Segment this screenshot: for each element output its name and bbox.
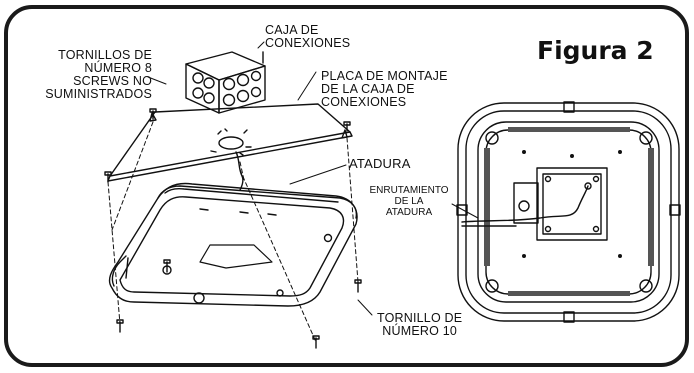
- tether-drawing: [235, 151, 244, 191]
- screw-8-b: [104, 171, 112, 183]
- leader-lines: [147, 41, 373, 316]
- figure-frame: [4, 5, 689, 367]
- screw-8-c: [343, 121, 351, 132]
- junction-box-drawing: [185, 51, 266, 114]
- screw-10-label: TORNILLO DE NÚMERO 10: [377, 311, 463, 338]
- screw-8-a: [149, 108, 157, 120]
- screw-10-b: [312, 335, 320, 349]
- tether-routing-label: ENRUTAMIENTO DE LA ATADURA: [369, 185, 449, 218]
- tether-label: ATADURA: [349, 156, 411, 171]
- screw-10-d: [163, 259, 171, 273]
- light-fixture-drawing: [108, 182, 358, 307]
- screws-drawing: [104, 108, 362, 349]
- alignment-lines: [107, 121, 359, 343]
- junction-box-label: CAJA DE CONEXIONES: [265, 23, 351, 50]
- screws-8-label: TORNILLOS DE NÚMERO 8 SCREWS NO SUMINIST…: [45, 48, 152, 101]
- mounting-plate-drawing: [107, 103, 353, 182]
- fixture-bottom-view: [456, 101, 681, 323]
- screw-10-c: [354, 279, 362, 293]
- tether-routing-leader: [451, 203, 479, 219]
- screw-10-a: [116, 319, 124, 333]
- mounting-plate-label: PLACA DE MONTAJE DE LA CAJA DE CONEXIONE…: [321, 69, 448, 109]
- figure-title: Figura 2: [537, 36, 654, 65]
